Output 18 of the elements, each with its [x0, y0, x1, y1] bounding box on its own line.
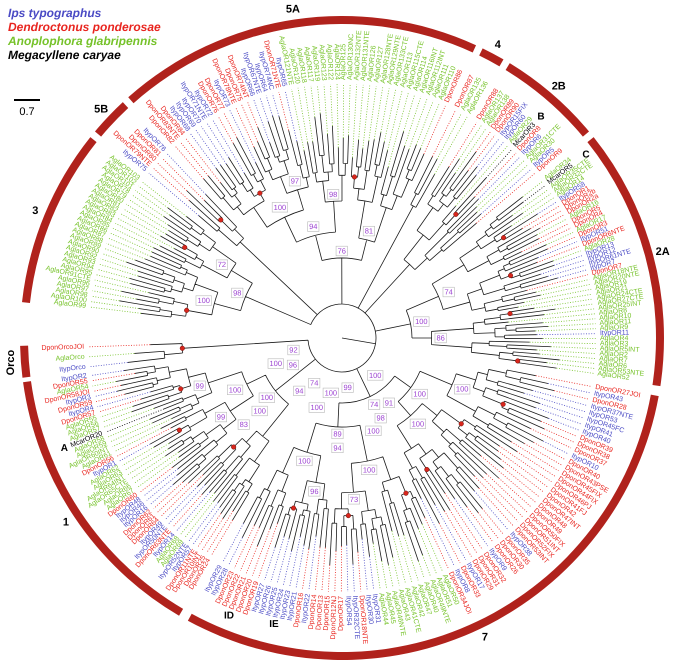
subgroup-label: IE	[269, 619, 279, 630]
clade-label: 5A	[286, 4, 300, 16]
clade-label: 3	[32, 204, 38, 217]
clade-label: 7	[482, 632, 488, 644]
clade-label: 4	[494, 38, 501, 51]
subgroup-label: A	[60, 443, 68, 454]
subgroup-label: B	[537, 112, 545, 123]
legend-label: Anoplophora glabripennis	[8, 34, 158, 48]
subgroup-label: ID	[224, 610, 234, 622]
clade-label: 2A	[656, 246, 670, 258]
legend-label: Dendroctonus ponderosae	[8, 20, 161, 34]
scale-label: 0.7	[19, 106, 35, 118]
legend-label: Megacyllene caryae	[8, 48, 121, 62]
clade-label: 2B	[552, 80, 566, 92]
legend-label: Ips typographus	[8, 6, 102, 20]
clade-label: Orco	[4, 350, 17, 376]
clade-label: 5B	[94, 103, 108, 116]
clade-label: 1	[62, 516, 69, 528]
